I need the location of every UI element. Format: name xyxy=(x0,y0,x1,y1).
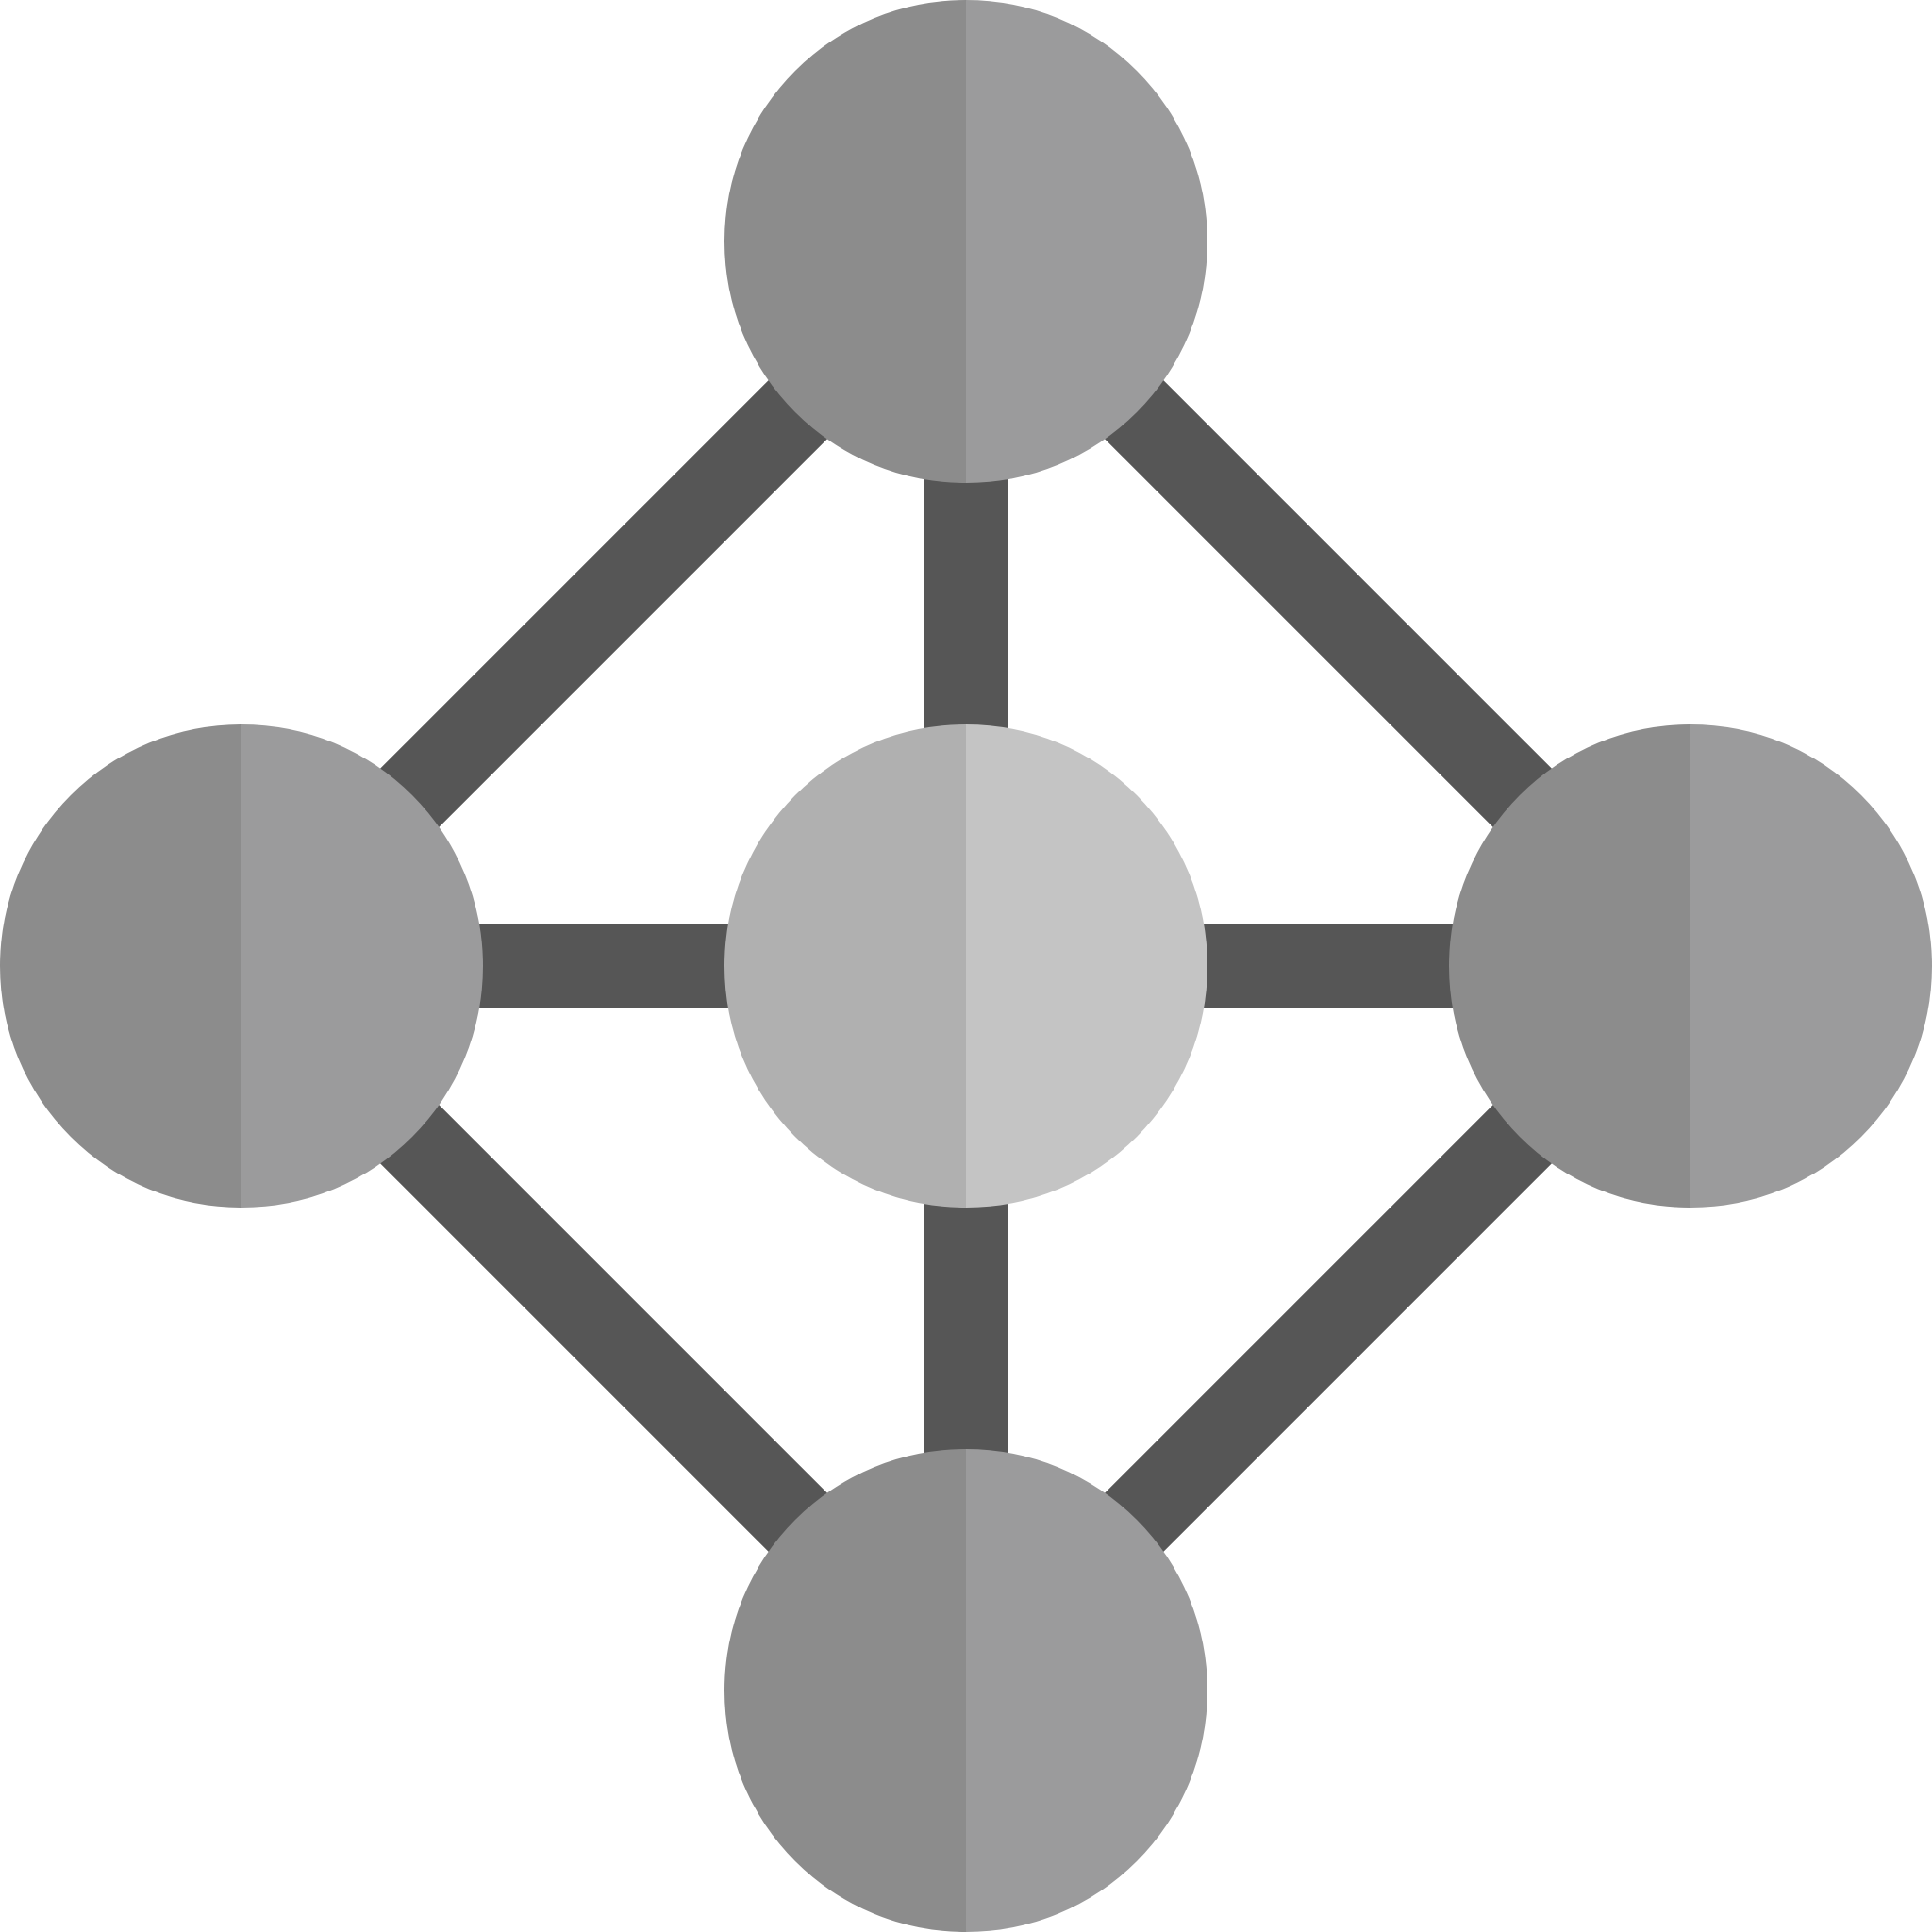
node-left-half xyxy=(724,724,966,1208)
node-right xyxy=(1449,724,1932,1208)
node-right-half xyxy=(1690,724,1932,1208)
node-left-half xyxy=(0,724,242,1208)
node-center xyxy=(724,724,1208,1208)
node-top xyxy=(724,0,1208,483)
node-left xyxy=(0,724,483,1208)
node-bottom xyxy=(724,1449,1208,1932)
node-right-half xyxy=(966,724,1208,1208)
